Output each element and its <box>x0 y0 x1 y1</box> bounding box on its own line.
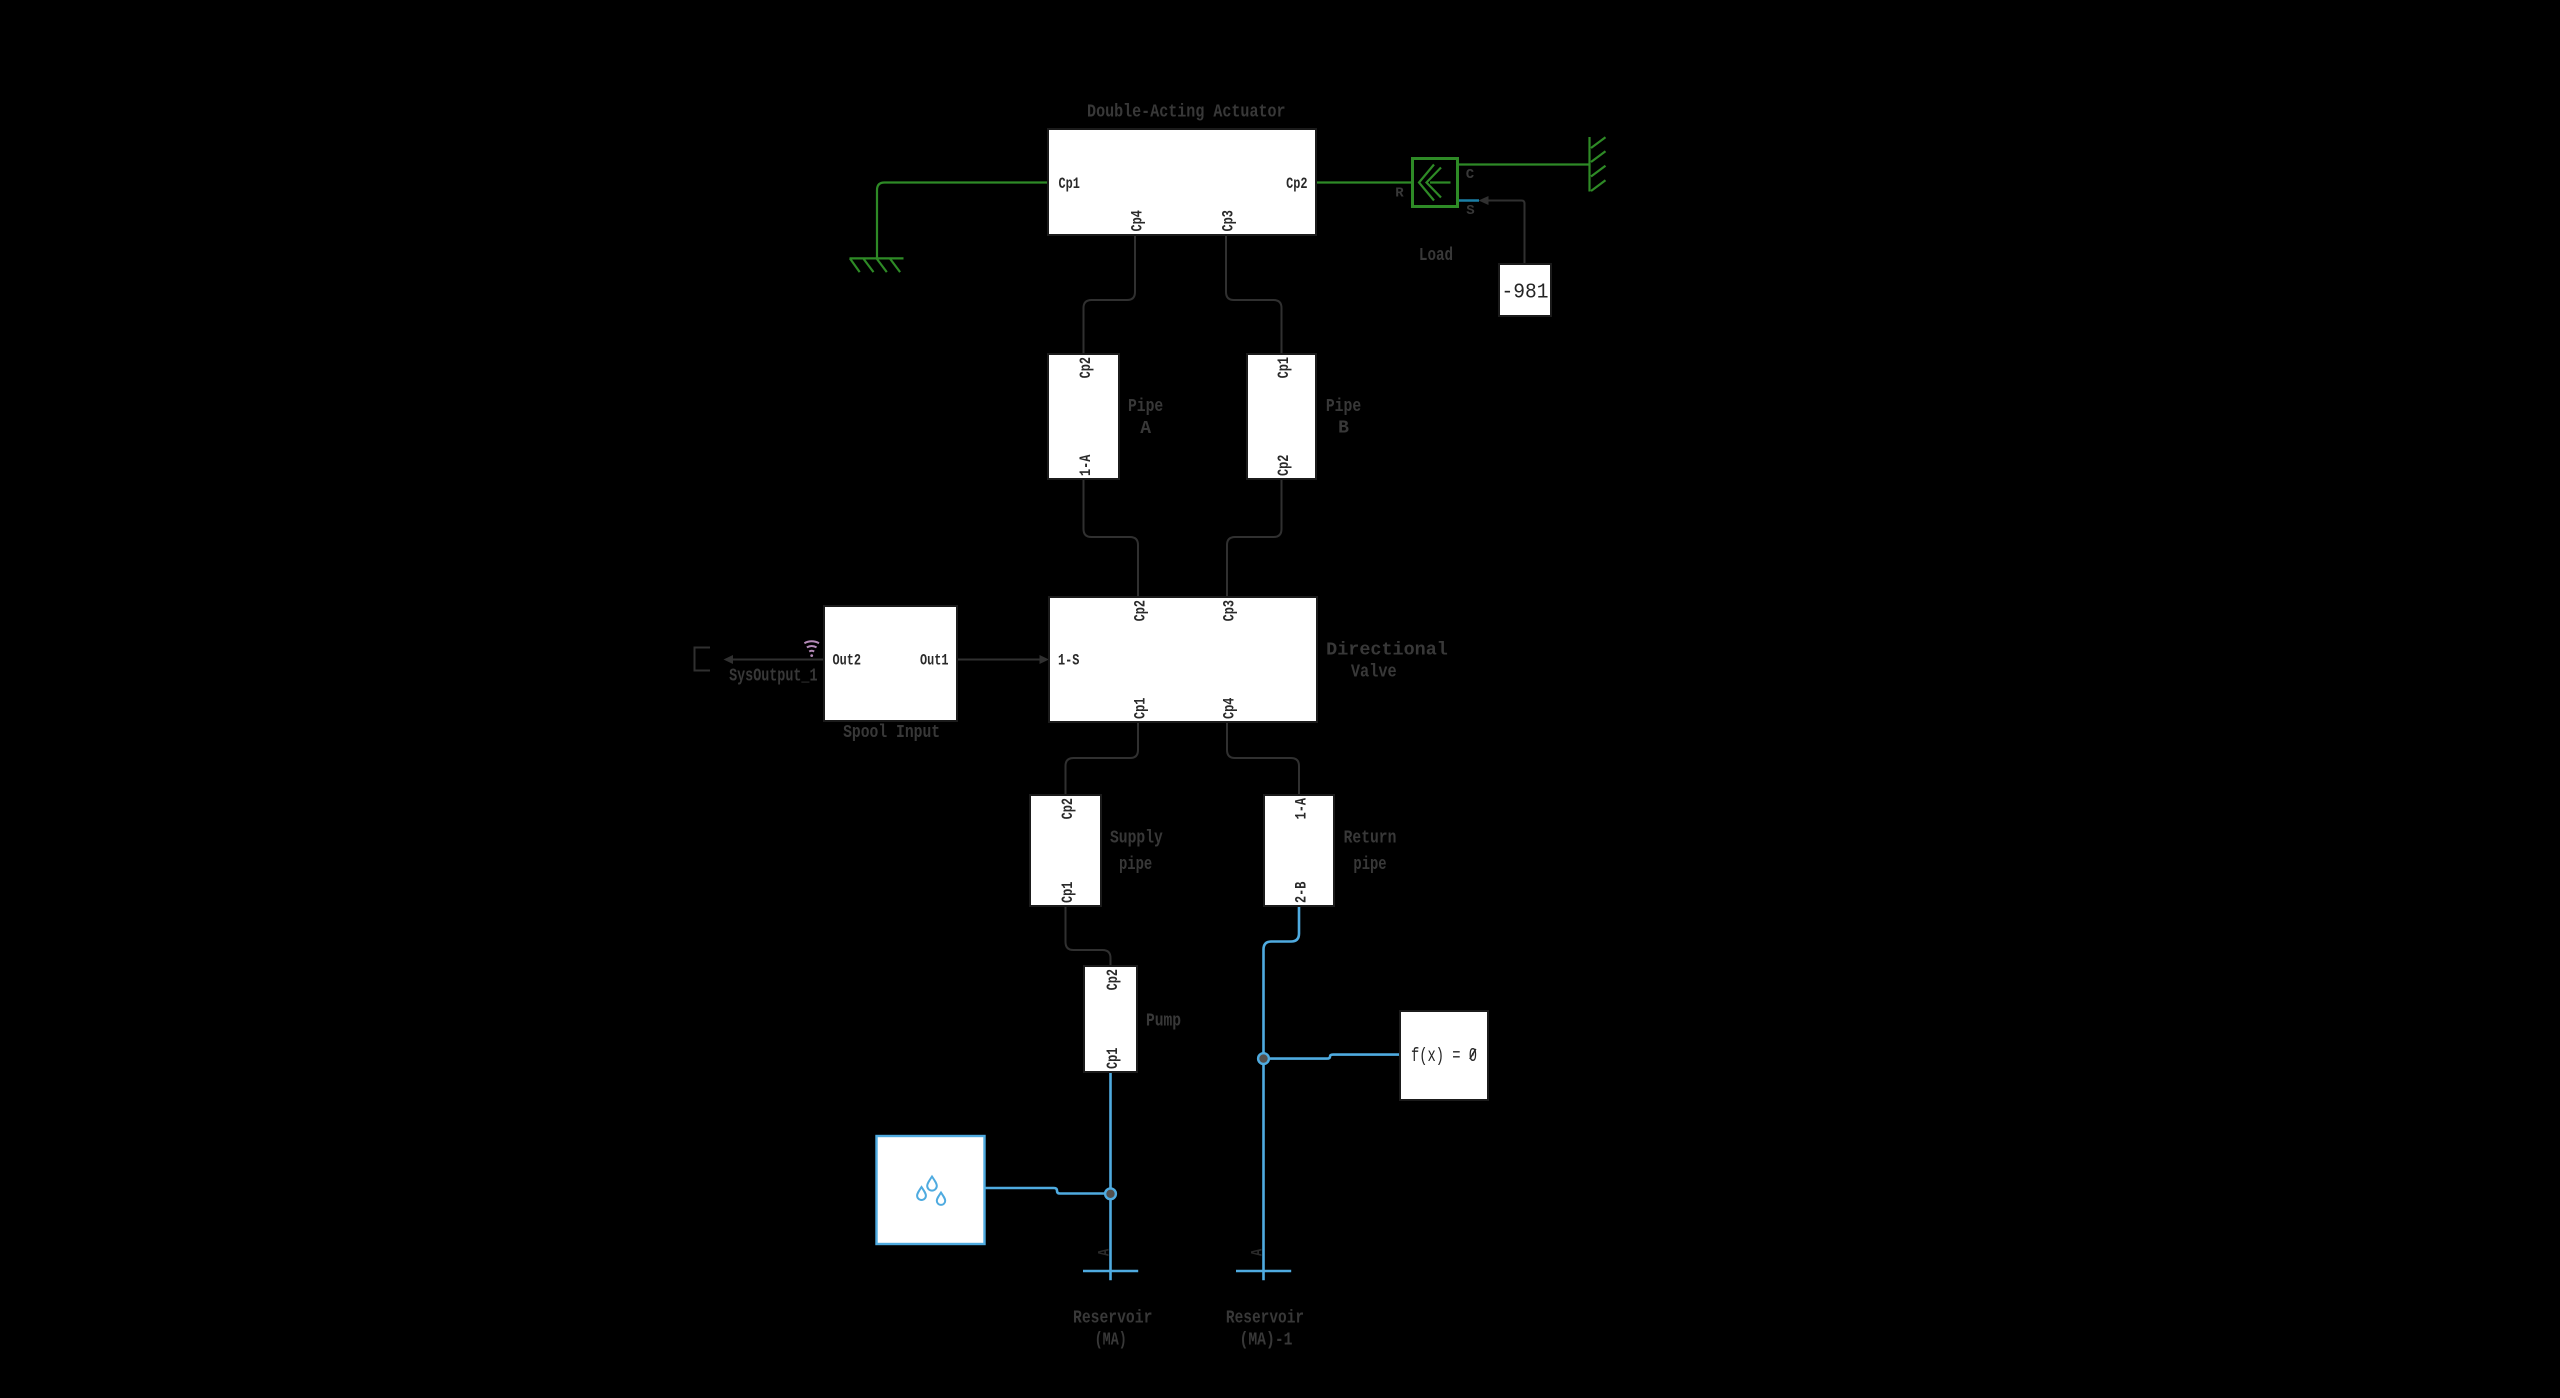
svg-text:Load: Load <box>1419 246 1453 266</box>
svg-text:Cp4: Cp4 <box>1221 697 1239 719</box>
svg-text:Cp2: Cp2 <box>1104 969 1122 990</box>
svg-text:Reservoir: Reservoir <box>1073 1309 1152 1329</box>
svg-text:Cp2: Cp2 <box>1132 600 1150 621</box>
svg-text:Cp1: Cp1 <box>1059 882 1077 903</box>
svg-text:Out2: Out2 <box>833 652 862 670</box>
svg-text:2-B: 2-B <box>1293 881 1311 903</box>
svg-text:-981: -981 <box>1502 282 1549 305</box>
svg-text:Valve: Valve <box>1351 662 1397 682</box>
svg-text:Cp1: Cp1 <box>1104 1048 1122 1069</box>
svg-text:C: C <box>1466 167 1475 183</box>
svg-text:pipe: pipe <box>1119 855 1152 875</box>
svg-text:A: A <box>1140 419 1151 439</box>
svg-text:Return: Return <box>1344 829 1397 849</box>
svg-text:Reservoir: Reservoir <box>1226 1309 1304 1329</box>
svg-text:Cp3: Cp3 <box>1220 210 1238 231</box>
svg-text:Cp3: Cp3 <box>1221 600 1239 621</box>
svg-text:(MA): (MA) <box>1095 1330 1127 1350</box>
svg-text:Pipe: Pipe <box>1128 397 1163 417</box>
svg-text:Cp1: Cp1 <box>1275 357 1293 378</box>
svg-text:Cp1: Cp1 <box>1059 175 1080 193</box>
svg-text:Pipe: Pipe <box>1326 397 1361 417</box>
svg-text:Cp2: Cp2 <box>1286 175 1307 193</box>
svg-text:Cp4: Cp4 <box>1129 210 1147 232</box>
svg-text:Double-Acting Actuator: Double-Acting Actuator <box>1087 103 1286 123</box>
svg-text:R: R <box>1395 186 1404 202</box>
svg-text:Cp2: Cp2 <box>1059 798 1077 819</box>
svg-text:Cp2: Cp2 <box>1077 357 1095 378</box>
svg-text:S: S <box>1466 203 1474 219</box>
svg-text:Out1: Out1 <box>920 652 949 670</box>
svg-text:Spool Input: Spool Input <box>843 723 940 743</box>
svg-text:pipe: pipe <box>1353 855 1386 875</box>
svg-text:(MA)-1: (MA)-1 <box>1240 1330 1293 1350</box>
svg-text:1-S: 1-S <box>1058 652 1080 670</box>
svg-text:Cp1: Cp1 <box>1132 698 1150 719</box>
svg-text:f(x) = 0: f(x) = 0 <box>1411 1045 1477 1067</box>
svg-text:Directional: Directional <box>1326 641 1448 661</box>
svg-text:1-A: 1-A <box>1077 454 1095 476</box>
svg-text:Supply: Supply <box>1110 829 1163 849</box>
svg-text:A: A <box>1248 1249 1266 1256</box>
svg-text:Cp2: Cp2 <box>1275 455 1293 476</box>
svg-text:Pump: Pump <box>1146 1011 1181 1031</box>
svg-text:1-A: 1-A <box>1293 798 1311 820</box>
svg-text:SysOutput_1: SysOutput_1 <box>729 667 818 687</box>
svg-text:B: B <box>1338 419 1349 439</box>
svg-text:A: A <box>1095 1249 1113 1256</box>
